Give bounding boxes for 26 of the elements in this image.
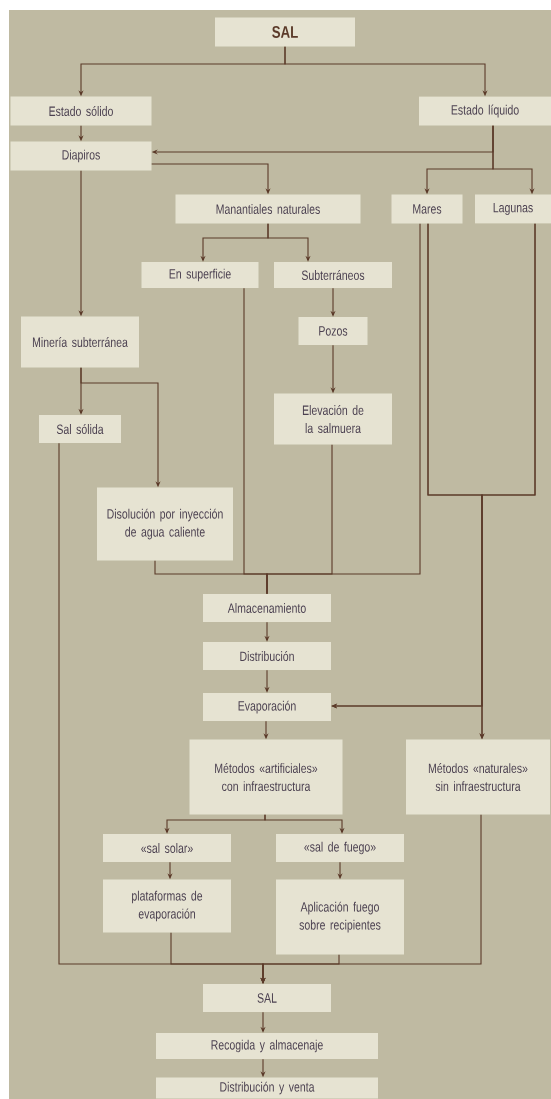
process-box: Subterráneos [274,262,392,288]
process-box: Distribución [203,642,331,670]
process-box: Evaporación [203,693,331,721]
process-box: Disolución por inyección de agua caliente [97,487,233,561]
process-box: Sal sólida [39,415,121,443]
process-box: Métodos «artificiales» con infraestructura [189,739,343,815]
process-box: Distribución y venta [156,1077,378,1099]
process-box: Aplicación fuego sobre recipientes [276,879,404,955]
process-box: En superficie [141,262,259,288]
process-box: Pozos [298,317,368,345]
process-box: «sal solar» [103,834,231,862]
process-box: Recogida y almacenaje [156,1033,378,1059]
process-box: Estado líquido [419,96,551,126]
process-box: Métodos «naturales» sin infraestructura [406,739,550,815]
process-box: Manantiales naturales [175,194,361,224]
process-box: Lagunas [475,194,551,224]
process-box: SAL [215,17,355,47]
process-box: Almacenamiento [203,594,331,622]
process-box: Elevación de la salmuera [274,393,392,445]
process-box: Minería subterránea [21,316,139,368]
process-box: Estado sólido [10,96,152,126]
process-box: SAL [203,984,331,1012]
process-box: plataformas de evaporación [103,879,231,933]
process-box: Mares [391,194,463,224]
process-box: «sal de fuego» [276,834,404,862]
process-box: Diapiros [10,141,152,171]
